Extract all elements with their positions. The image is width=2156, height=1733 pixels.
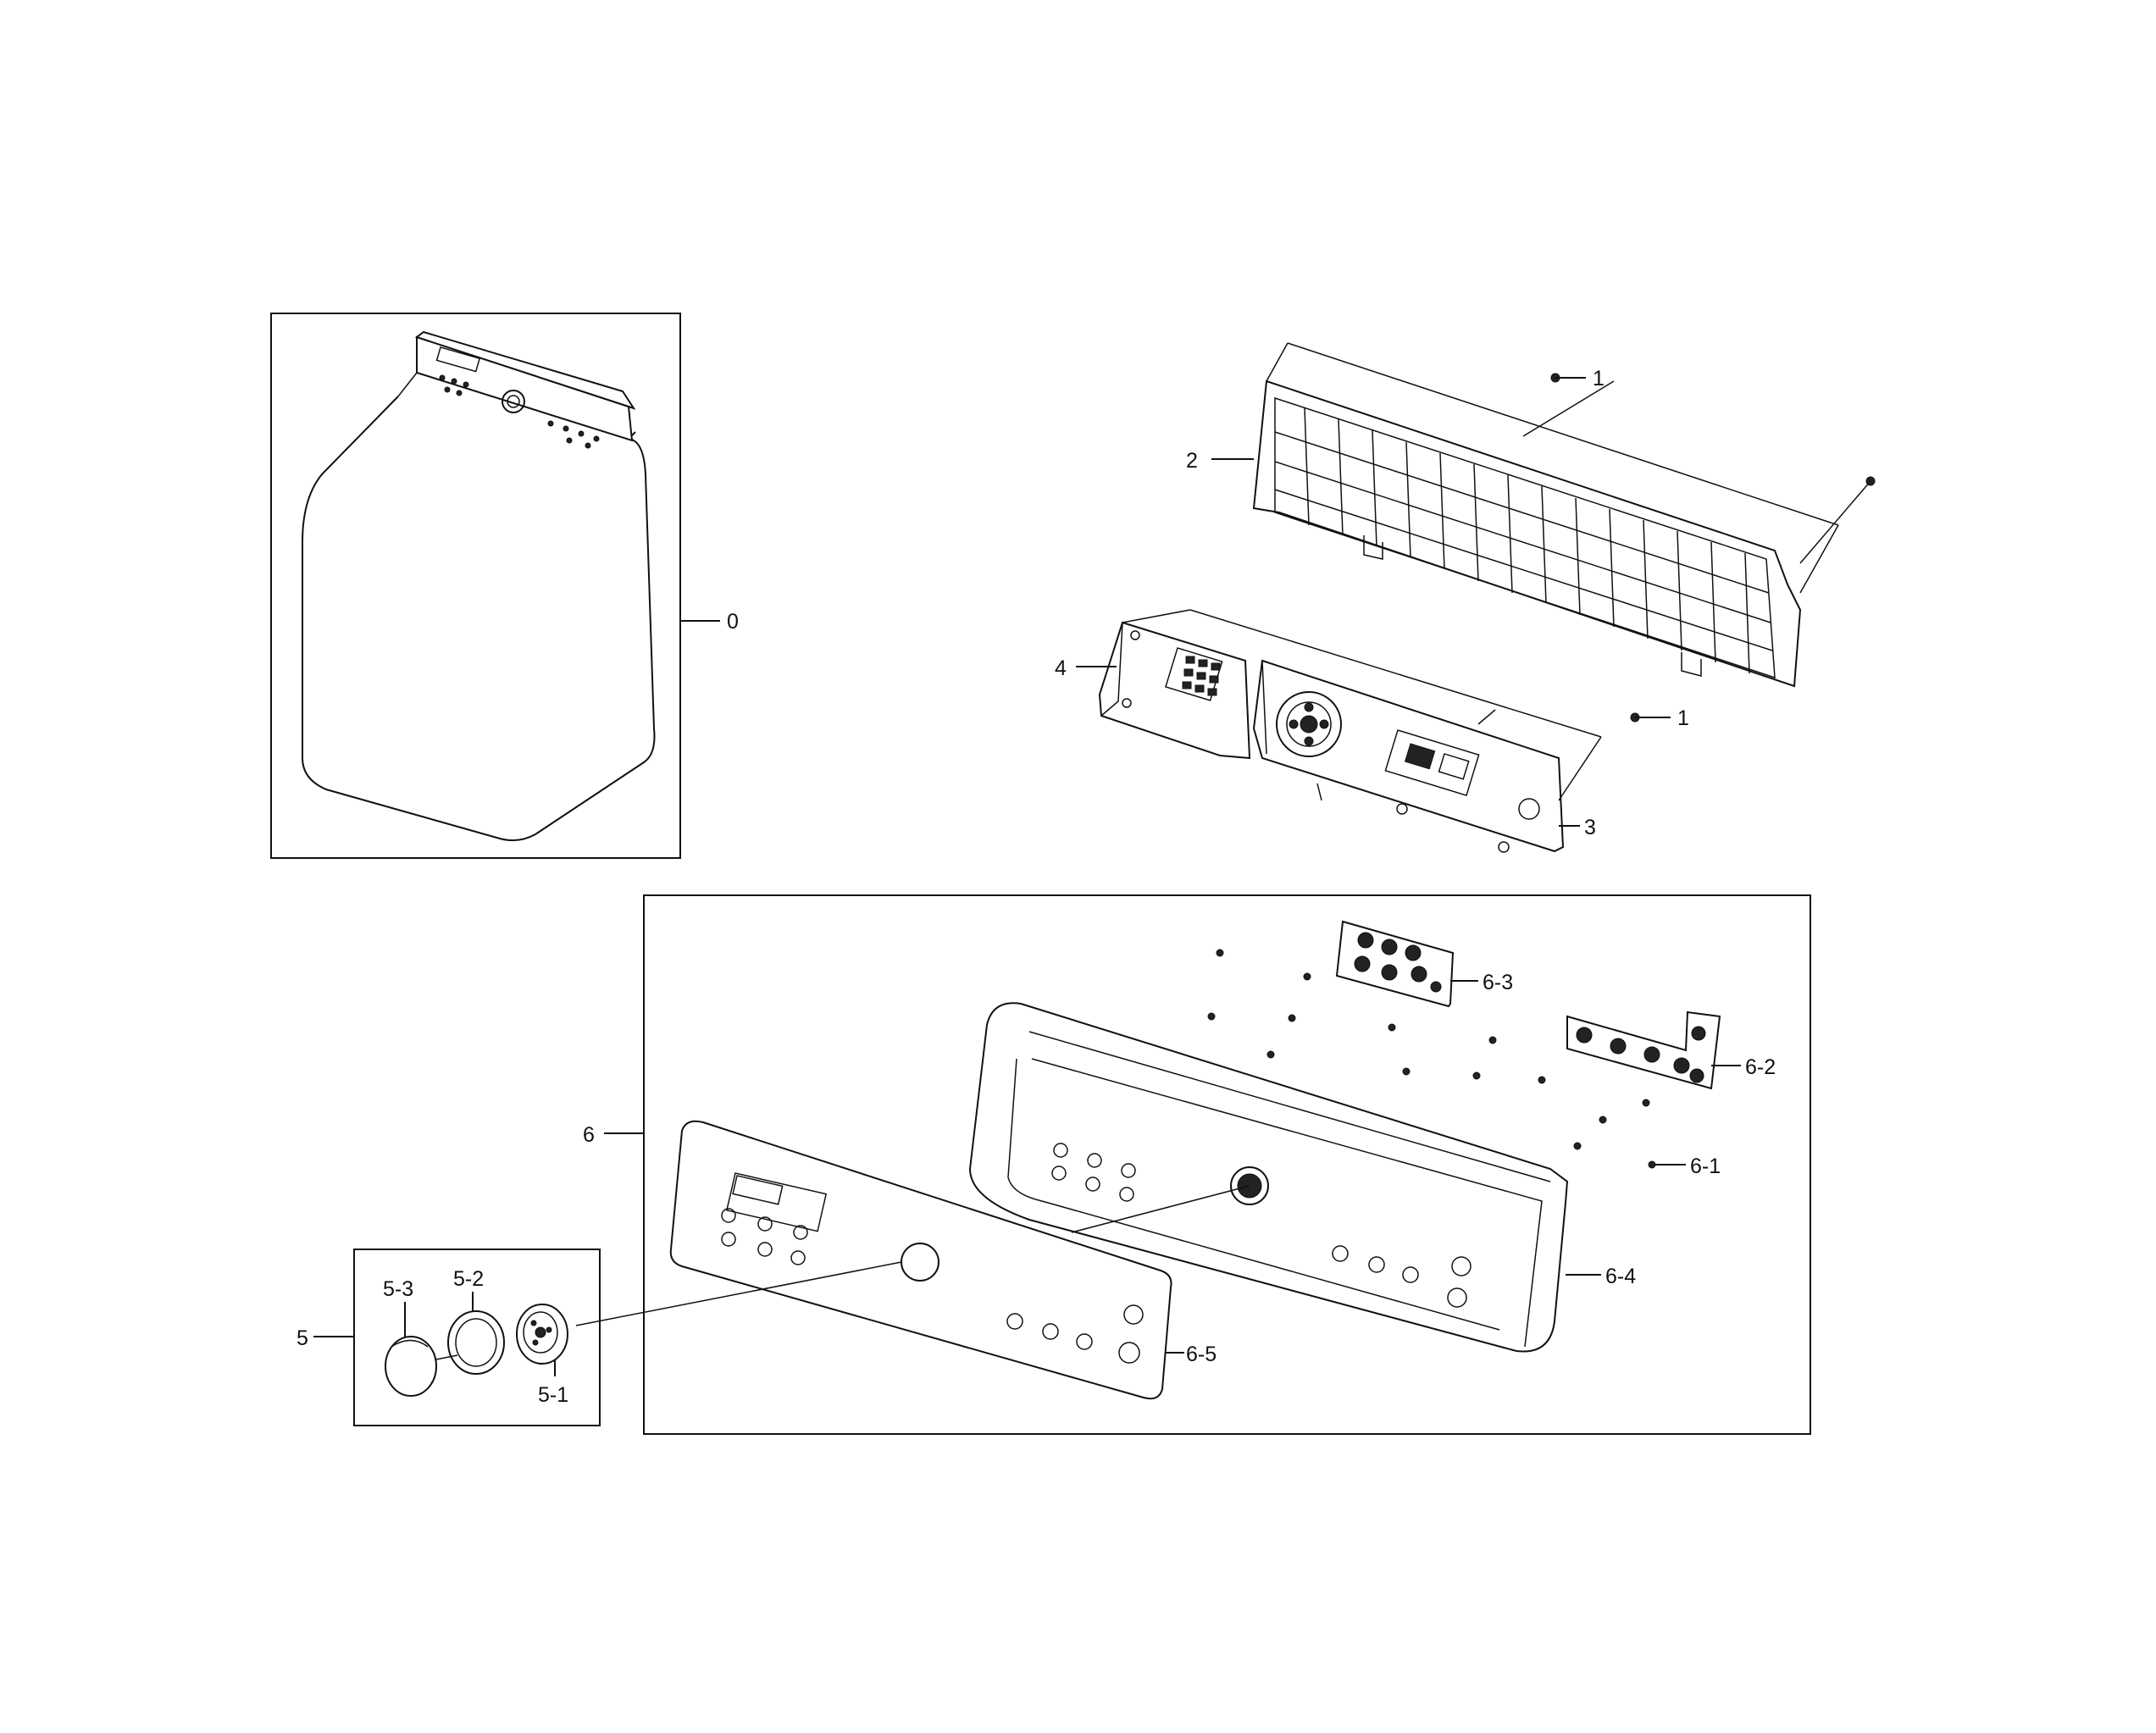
assembly-6-box	[643, 894, 1811, 1435]
part-3-leaders	[1122, 609, 1602, 801]
part-5-1-knob	[516, 1304, 568, 1365]
callout-6: 6	[583, 1123, 595, 1147]
part-6-3-board	[1335, 920, 1455, 1008]
callout-2: 2	[1186, 449, 1198, 473]
part-5-3-knob-cap	[385, 1336, 437, 1397]
part-5-2-knob-ring	[447, 1310, 505, 1375]
part-6-5-overlay	[669, 1120, 1172, 1400]
callout-0: 0	[727, 610, 739, 634]
part-3-main-pcb	[1252, 659, 1565, 853]
part-6-4-panel-housing	[968, 1002, 1569, 1353]
callout-6-4: 6-4	[1605, 1265, 1636, 1288]
callout-6-5: 6-5	[1186, 1343, 1217, 1366]
knob-hole-icon	[901, 1243, 939, 1282]
callout-3: 3	[1584, 816, 1596, 839]
part-2-frame	[1252, 379, 1802, 688]
screw-set-6-1	[1207, 949, 1656, 1169]
callout-1-top: 1	[1593, 367, 1605, 390]
callout-5-1: 5-1	[538, 1383, 568, 1407]
callout-6-3: 6-3	[1483, 971, 1513, 994]
washer-illustration	[302, 330, 656, 842]
callout-1-bottom: 1	[1677, 706, 1689, 730]
callout-6-2: 6-2	[1745, 1055, 1776, 1079]
callout-4: 4	[1055, 656, 1067, 680]
part-6-2-board	[1566, 1010, 1721, 1090]
callout-6-1: 6-1	[1690, 1154, 1721, 1178]
callout-5-3: 5-3	[383, 1277, 413, 1301]
part-2-leaders	[1266, 342, 1839, 594]
part-4-sub-pcb	[1098, 621, 1251, 760]
callout-5: 5	[297, 1326, 308, 1350]
callout-5-2: 5-2	[453, 1267, 484, 1291]
assembly-0-box	[270, 313, 681, 859]
